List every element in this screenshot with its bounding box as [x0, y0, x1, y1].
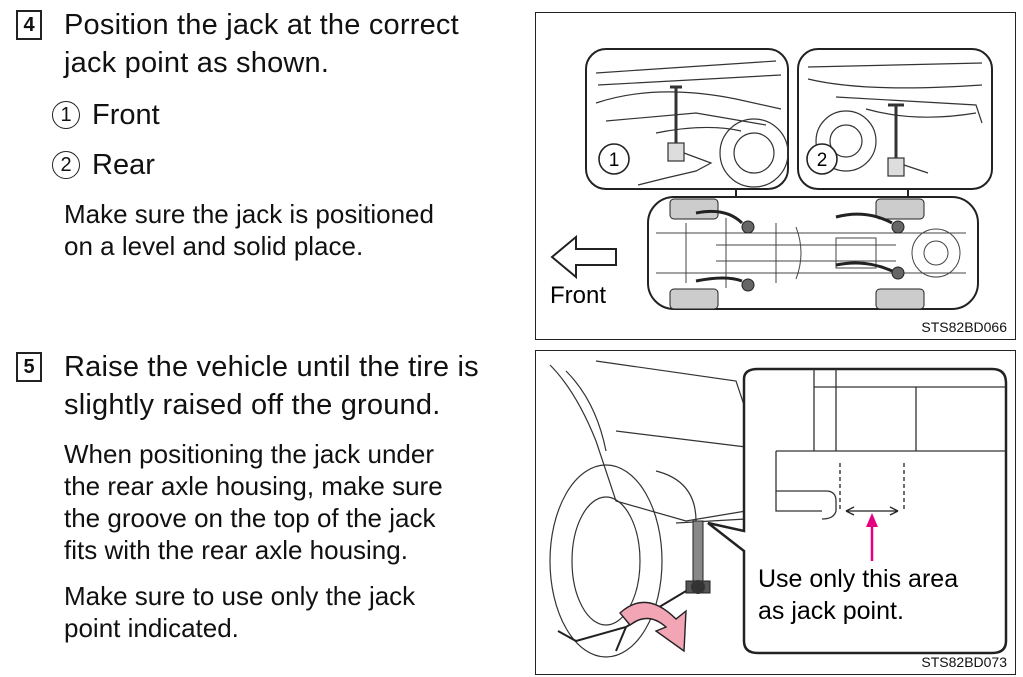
jack-detail-illustration: Use only this area as jack point. — [549, 360, 1008, 658]
step-4-item-front: 1 Front — [52, 98, 160, 132]
callout-1-circle — [598, 143, 630, 175]
step-5-heading: Raise the vehicle until the tire is slig… — [64, 348, 479, 424]
step-4-heading: Position the jack at the correct jack po… — [64, 6, 459, 82]
inset-front-drawing — [595, 60, 789, 188]
step-5-para1-line3: the groove on the top of the jack — [64, 503, 436, 533]
step-4-heading-line2: jack point as shown. — [64, 47, 330, 79]
pink-arrow-icon — [866, 513, 878, 527]
step-5-number: 5 — [23, 355, 35, 378]
item-rear-label: Rear — [92, 149, 155, 181]
figure-jack-points: 1 2 — [535, 12, 1016, 340]
callout-text-line1: Use only this area — [758, 565, 958, 593]
vehicle-underside — [647, 196, 979, 310]
item-front-label: Front — [92, 99, 160, 131]
jack-drawing — [557, 520, 711, 652]
figure-2-code: STS82BD073 — [921, 654, 1007, 670]
step-4-note-line2: on a level and solid place. — [64, 231, 364, 261]
step-5-para1-line1: When positioning the jack under — [64, 439, 435, 469]
callout-1-text: 1 — [609, 150, 620, 171]
step-4-number: 4 — [23, 13, 35, 36]
figure-jack-point-detail: Use only this area as jack point. STS82B… — [535, 350, 1016, 675]
axle-detail-drawing — [775, 369, 1006, 520]
vehicle-side-drawing — [549, 360, 747, 658]
callout-text-line2: as jack point. — [758, 597, 904, 625]
step-4-note-line1: Make sure the jack is positioned — [64, 199, 434, 229]
step-5-para1-line2: the rear axle housing, make sure — [64, 471, 443, 501]
step-5-heading-line1: Raise the vehicle until the tire is — [64, 351, 479, 383]
circled-number-1: 1 — [52, 101, 80, 129]
rotate-direction-arrow-icon — [619, 601, 687, 653]
front-label: Front — [550, 282, 606, 309]
step-4-note: Make sure the jack is positioned on a le… — [64, 198, 434, 262]
callout-2-circle — [806, 143, 838, 175]
callout-2-text: 2 — [817, 150, 828, 171]
step-5-badge: 5 — [16, 352, 42, 382]
step-4-badge: 4 — [16, 10, 42, 40]
step-5-heading-line2: slightly raised off the ground. — [64, 389, 441, 421]
step-4-heading-line1: Position the jack at the correct — [64, 9, 459, 41]
front-direction-arrow-icon — [550, 234, 617, 280]
dimension-arrowheads-icon — [845, 506, 899, 516]
step-5-para2-line1: Make sure to use only the jack — [64, 581, 416, 611]
step-5-para1-line4: fits with the rear axle housing. — [64, 535, 408, 565]
inset-front-frame — [585, 48, 789, 190]
step-4-item-rear: 2 Rear — [52, 148, 155, 182]
jack-points-illustration: 1 2 — [550, 48, 993, 310]
circled-number-2: 2 — [52, 151, 80, 179]
step-5-para2-line2: point indicated. — [64, 613, 239, 643]
step-5-para-1: When positioning the jack under the rear… — [64, 438, 443, 566]
step-5-para-2: Make sure to use only the jack point ind… — [64, 580, 415, 644]
figure-1-code: STS82BD066 — [921, 319, 1007, 335]
inset-rear-drawing — [807, 62, 983, 177]
